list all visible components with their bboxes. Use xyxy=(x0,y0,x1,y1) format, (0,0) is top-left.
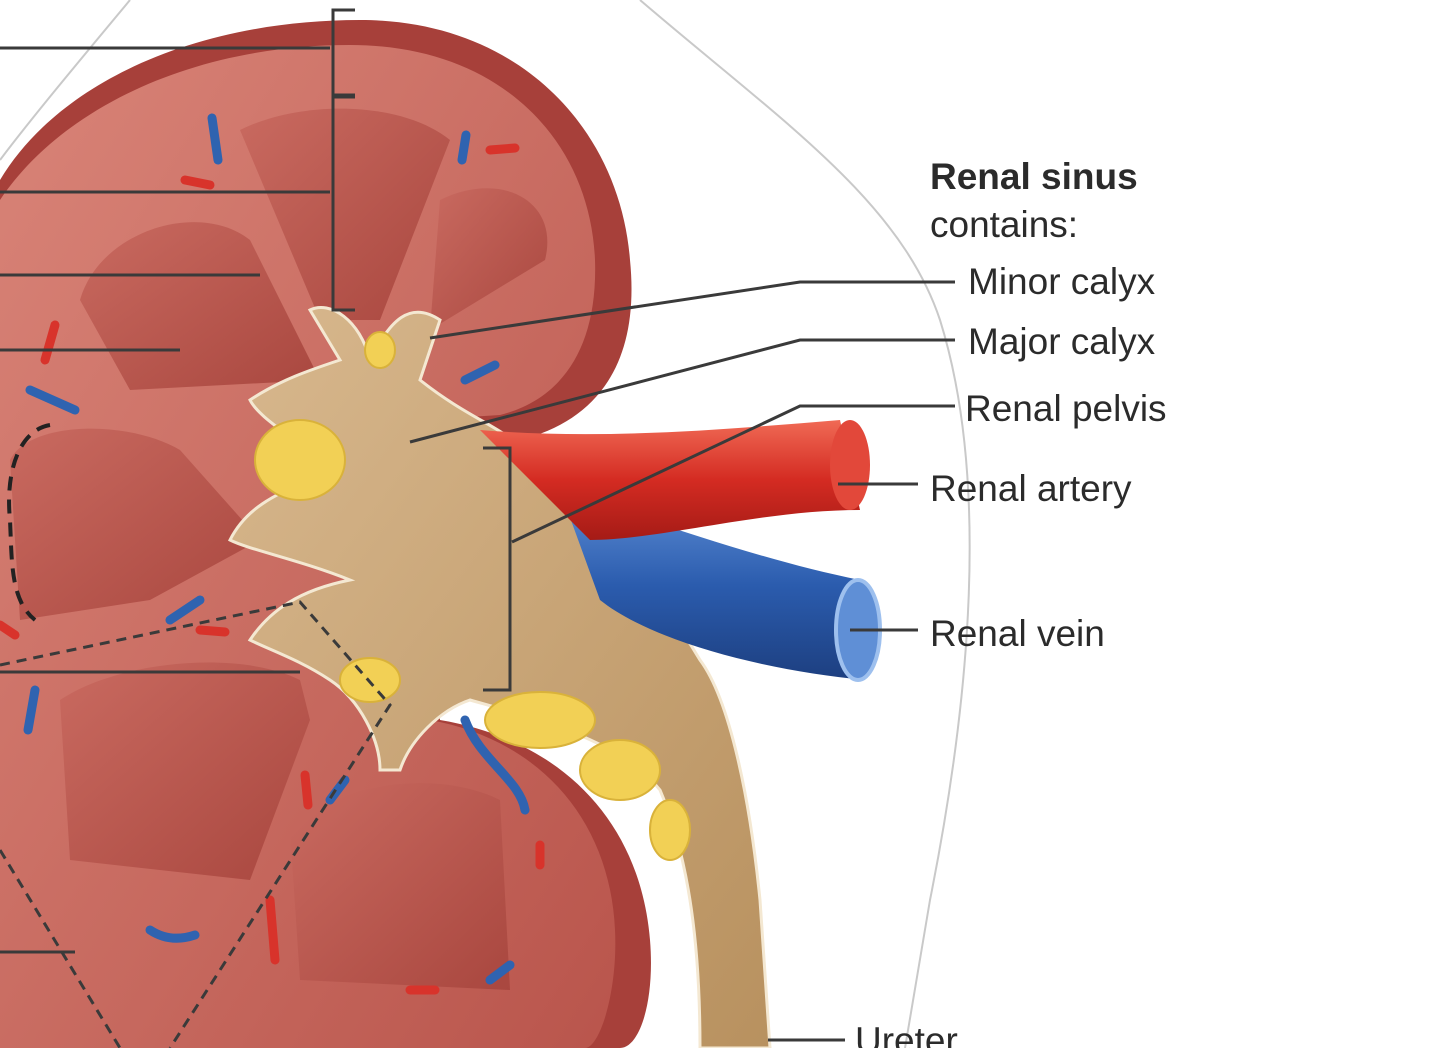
label-renal-pelvis: Renal pelvis xyxy=(965,388,1167,429)
label-major-calyx: Major calyx xyxy=(968,321,1156,362)
renal-sinus-subheading: contains: xyxy=(930,204,1079,245)
renal-artery-opening xyxy=(830,420,870,510)
pyramid-bottom xyxy=(290,783,510,990)
label-minor-calyx: Minor calyx xyxy=(968,261,1156,302)
renal-sinus-heading: Renal sinus xyxy=(930,156,1138,197)
pyramid-lower-left xyxy=(60,662,310,880)
pyramid-top xyxy=(240,108,450,320)
renal-pyramid-dashed xyxy=(7,423,51,622)
pyramid-left xyxy=(10,428,260,620)
renal-vein-vessel xyxy=(560,490,865,680)
renal-artery-vessel xyxy=(480,420,860,540)
leader-minor-calyx xyxy=(429,280,955,340)
outer-outline-left xyxy=(0,0,131,161)
renal-pelvis-bracket xyxy=(483,446,512,692)
renal-lobe-dashed xyxy=(0,600,392,1048)
right-leader-lines xyxy=(409,280,955,1042)
label-ureter: Ureter xyxy=(855,1020,958,1048)
pyramid-upper-left xyxy=(80,222,320,390)
leader-major-calyx xyxy=(409,338,955,444)
label-renal-vein: Renal vein xyxy=(930,613,1105,654)
pyramid-upper-right xyxy=(430,188,548,330)
left-leader-lines xyxy=(0,8,355,954)
fat-deposits xyxy=(254,331,691,861)
renal-column-dashed xyxy=(0,849,122,1048)
leader-renal-pelvis xyxy=(511,404,955,544)
label-renal-artery: Renal artery xyxy=(930,468,1132,509)
